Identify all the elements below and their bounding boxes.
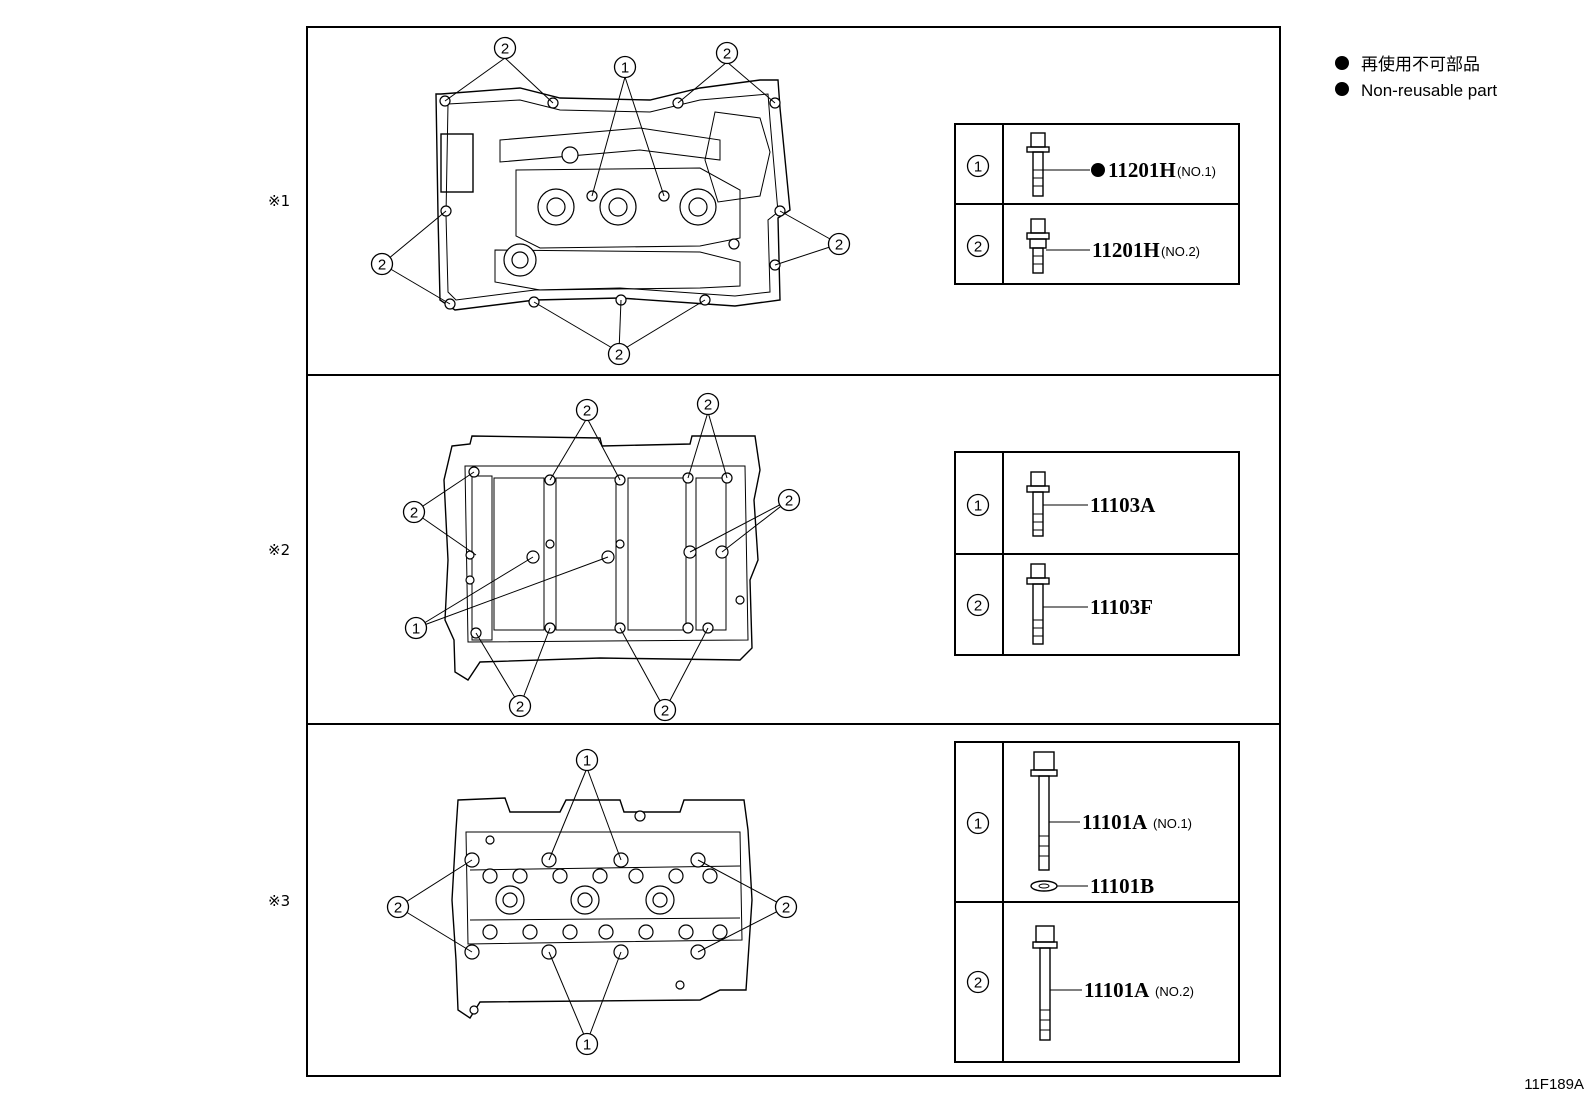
non-reusable-dot-icon — [1335, 82, 1349, 96]
part-code: 11201H — [1108, 158, 1176, 182]
part-suffix: (NO.2) — [1161, 244, 1200, 259]
cover-callouts — [370, 36, 851, 366]
legend-text-ja: 再使用不可部品 — [1361, 54, 1480, 74]
parts-table-2: 11103A 11103F — [954, 451, 1240, 656]
section-mark-1: ※1 — [268, 192, 290, 210]
block-drawing — [443, 435, 761, 681]
part-index-1 — [966, 493, 990, 517]
cover-drawing — [435, 79, 791, 311]
section-mark-2: ※2 — [268, 541, 290, 559]
block-callouts — [402, 392, 801, 722]
part-code: 11101B — [1090, 874, 1154, 898]
washer-icon — [1030, 880, 1058, 892]
parts-table-3: 11101A (NO.1) 11101B 11101A (NO.2) — [954, 741, 1240, 1063]
part-suffix: (NO.1) — [1153, 816, 1192, 831]
part-code: 11103F — [1090, 595, 1153, 619]
legend: 再使用不可部品 Non-reusable part — [1335, 54, 1497, 100]
bolt-icon — [1026, 218, 1050, 274]
long-bolt-icon — [1032, 925, 1058, 1041]
bolt-icon — [1026, 132, 1050, 197]
bolt-icon — [1026, 563, 1050, 645]
long-bolt-icon — [1030, 751, 1058, 871]
part-index-1 — [966, 811, 990, 835]
section-mark-3: ※3 — [268, 892, 290, 910]
part-index-2 — [966, 970, 990, 994]
bolt-icon — [1026, 471, 1050, 537]
part-code: 11201H — [1092, 238, 1160, 262]
part-suffix: (NO.1) — [1177, 164, 1216, 179]
non-reusable-dot-icon — [1091, 163, 1105, 177]
part-code: 11103A — [1090, 493, 1156, 517]
legend-text-en: Non-reusable part — [1361, 81, 1497, 100]
part-code: 11101A — [1084, 978, 1150, 1002]
part-index-1 — [966, 154, 990, 178]
non-reusable-dot-icon — [1335, 56, 1349, 70]
figure-code: 11F189A — [1524, 1076, 1584, 1093]
part-code: 11101A — [1082, 810, 1148, 834]
part-index-2 — [966, 593, 990, 617]
head-drawing — [451, 797, 753, 1019]
head-callouts — [386, 748, 798, 1056]
part-index-2 — [966, 234, 990, 258]
parts-table-1: 11201H (NO.1) 11201H (NO.2) — [954, 123, 1240, 285]
part-suffix: (NO.2) — [1155, 984, 1194, 999]
diagram-frame — [306, 26, 1281, 1077]
